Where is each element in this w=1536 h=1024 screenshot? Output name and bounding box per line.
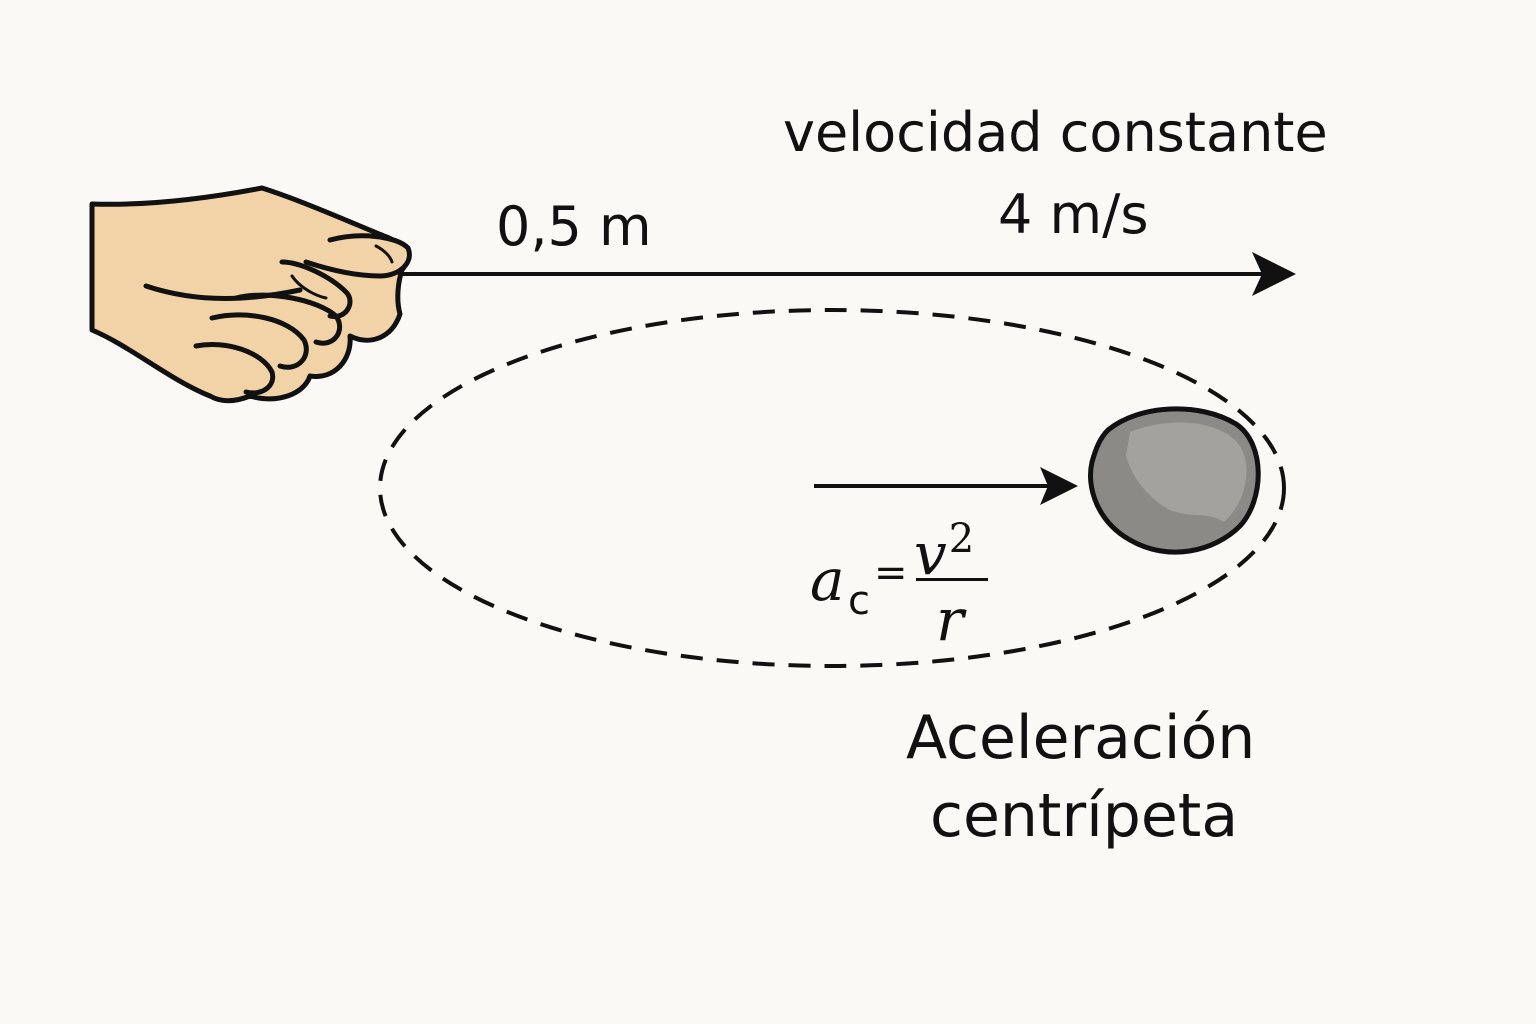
hand-illustration (89, 185, 412, 404)
speed-label: 4 m/s (998, 183, 1149, 246)
formula-numerator-var: v (914, 520, 947, 588)
circular-path (378, 308, 1286, 668)
stone-illustration (1088, 406, 1261, 555)
acceleration-arrowhead (1040, 467, 1078, 505)
velocity-arrowhead (1252, 252, 1296, 296)
formula-numerator: v2 (914, 516, 974, 588)
centripetal-formula: a c = v2 r (810, 516, 1000, 654)
formula-lhs-subscript: c (848, 578, 870, 624)
formula-denominator: r (936, 586, 964, 654)
velocity-label: velocidad constante (783, 101, 1328, 164)
formula-equals: = (874, 550, 908, 596)
acceleration-label-line2: centrípeta (930, 781, 1239, 851)
radius-label: 0,5 m (496, 195, 652, 258)
formula-fraction-bar (916, 578, 988, 581)
formula-exponent: 2 (948, 516, 975, 562)
formula-lhs: a (810, 546, 845, 614)
acceleration-label-line1: Aceleración (906, 703, 1256, 773)
